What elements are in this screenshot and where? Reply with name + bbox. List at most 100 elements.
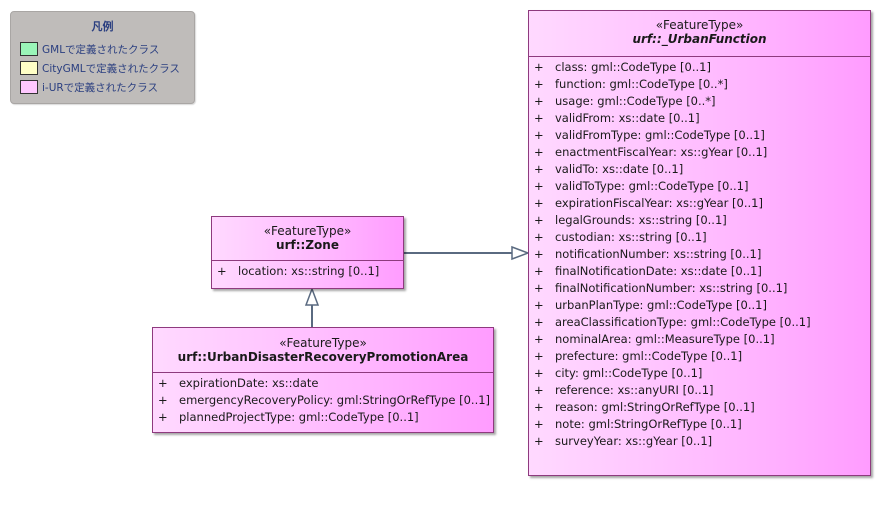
- attribute-text: nominalArea: gml::MeasureType [0..1]: [555, 332, 775, 346]
- attribute-row[interactable]: +notificationNumber: xs::string [0..1]: [529, 246, 870, 263]
- class-stereotype: «FeatureType»: [263, 224, 352, 238]
- attribute-list: +class: gml::CodeType [0..1]+function: g…: [529, 57, 870, 450]
- attribute-row[interactable]: + validTo: xs::date [0..1]: [529, 161, 870, 178]
- attribute-text: note: gml:StringOrRefType [0..1]: [555, 417, 742, 431]
- visibility-marker: +: [534, 60, 544, 74]
- attribute-text: validFromType: gml::CodeType [0..1]: [555, 128, 765, 142]
- attribute-text: city: gml::CodeType [0..1]: [555, 366, 703, 380]
- visibility-marker: +: [534, 247, 544, 261]
- attribute-text: urbanPlanType: gml::CodeType [0..1]: [555, 298, 767, 312]
- attribute-text: class: gml::CodeType [0..1]: [555, 60, 711, 74]
- class-header: «FeatureType» urf::UrbanDisasterRecovery…: [153, 328, 493, 373]
- attribute-text: legalGrounds: xs::string [0..1]: [555, 213, 727, 227]
- attribute-text: validToType: gml::CodeType [0..1]: [555, 179, 749, 193]
- visibility-marker: +: [534, 128, 544, 142]
- attribute-list: + location: xs::string [0..1]: [212, 261, 403, 280]
- legend-label: GMLで定義されたクラス: [42, 43, 160, 56]
- attribute-row[interactable]: + validToType: gml::CodeType [0..1]: [529, 178, 870, 195]
- attribute-text: reference: xs::anyURI [0..1]: [555, 383, 714, 397]
- visibility-marker: +: [534, 281, 544, 295]
- attribute-row[interactable]: + reference: xs::anyURI [0..1]: [529, 382, 870, 399]
- attribute-text: function: gml::CodeType [0..*]: [555, 77, 728, 91]
- class-name: urf::UrbanDisasterRecoveryPromotionArea: [177, 350, 469, 364]
- visibility-marker: +: [534, 400, 544, 414]
- legend-item-citygml: CityGMLで定義されたクラス: [20, 60, 180, 76]
- attribute-row[interactable]: + city: gml::CodeType [0..1]: [529, 365, 870, 382]
- attribute-row[interactable]: + urbanPlanType: gml::CodeType [0..1]: [529, 297, 870, 314]
- attribute-row[interactable]: + class: gml::CodeType [0..1]: [529, 59, 870, 76]
- legend-item-gml: GMLで定義されたクラス: [20, 41, 159, 57]
- generalization-arrowhead: [304, 286, 320, 306]
- attribute-row[interactable]: + plannedProjectType: gml::CodeType [0..…: [153, 409, 493, 426]
- attribute-row[interactable]: + finalNotificationDate: xs::date [0..1]: [529, 263, 870, 280]
- attribute-text: finalNotificationDate: xs::date [0..1]: [555, 264, 762, 278]
- attribute-text: surveyYear: xs::gYear [0..1]: [555, 434, 713, 448]
- visibility-marker: +: [158, 410, 168, 424]
- class-stereotype: «FeatureType»: [279, 336, 367, 350]
- visibility-marker: +: [534, 94, 544, 108]
- attribute-text: areaClassificationType: gml::CodeType [0…: [555, 315, 811, 329]
- attribute-row[interactable]: + emergencyRecoveryPolicy: gml:StringOrR…: [153, 392, 493, 409]
- legend-title: 凡例: [91, 20, 114, 33]
- attribute-text: plannedProjectType: gml::CodeType [0..1]: [179, 410, 419, 424]
- attribute-row[interactable]: + validFromType: gml::CodeType [0..1]: [529, 127, 870, 144]
- attribute-row[interactable]: + expirationDate: xs::date: [153, 375, 493, 392]
- visibility-marker: +: [534, 179, 544, 193]
- visibility-marker: +: [534, 366, 544, 380]
- visibility-marker: +: [217, 264, 227, 278]
- attribute-text: location: xs::string [0..1]: [238, 264, 380, 278]
- legend[interactable]: 凡例 GMLで定義されたクラス CityGMLで定義されたクラス i-URで定義…: [10, 11, 195, 104]
- generalization-arrowhead: [511, 245, 531, 261]
- visibility-marker: +: [158, 393, 168, 407]
- class-urban-disaster-recovery-promotion-area[interactable]: «FeatureType» urf::UrbanDisasterRecovery…: [152, 327, 494, 433]
- attribute-row[interactable]: + reason: gml:StringOrRefType [0..1]: [529, 399, 870, 416]
- attribute-row[interactable]: + location: xs::string [0..1]: [212, 263, 403, 280]
- attribute-row[interactable]: + usage: gml::CodeType [0..*]: [529, 93, 870, 110]
- visibility-marker: +: [534, 111, 544, 125]
- class-name: urf::Zone: [276, 238, 339, 252]
- attribute-row[interactable]: +finalNotificationNumber: xs::string [0.…: [529, 280, 870, 297]
- attribute-row[interactable]: + nominalArea: gml::MeasureType [0..1]: [529, 331, 870, 348]
- attribute-text: prefecture: gml::CodeType [0..1]: [555, 349, 743, 363]
- attribute-text: enactmentFiscalYear: xs::gYear [0..1]: [555, 145, 768, 159]
- visibility-marker: +: [534, 315, 544, 329]
- attribute-row[interactable]: + prefecture: gml::CodeType [0..1]: [529, 348, 870, 365]
- visibility-marker: +: [534, 213, 544, 227]
- attribute-text: emergencyRecoveryPolicy: gml:StringOrRef…: [179, 393, 491, 407]
- legend-swatch-citygml: [20, 61, 38, 75]
- attribute-row[interactable]: + surveyYear: xs::gYear [0..1]: [529, 433, 870, 450]
- class-header: «FeatureType» urf::_UrbanFunction: [529, 11, 870, 57]
- legend-swatch-gml: [20, 42, 38, 56]
- visibility-marker: +: [158, 376, 168, 390]
- attribute-row[interactable]: +enactmentFiscalYear: xs::gYear [0..1]: [529, 144, 870, 161]
- visibility-marker: +: [534, 332, 544, 346]
- attribute-row[interactable]: +expirationFiscalYear: xs::gYear [0..1]: [529, 195, 870, 212]
- visibility-marker: +: [534, 434, 544, 448]
- attribute-text: reason: gml:StringOrRefType [0..1]: [555, 400, 755, 414]
- attribute-text: validFrom: xs::date [0..1]: [555, 111, 700, 125]
- attribute-row[interactable]: + areaClassificationType: gml::CodeType […: [529, 314, 870, 331]
- visibility-marker: +: [534, 417, 544, 431]
- visibility-marker: +: [534, 349, 544, 363]
- class-zone[interactable]: «FeatureType» urf::Zone + location: xs::…: [211, 216, 404, 289]
- attribute-text: validTo: xs::date [0..1]: [555, 162, 684, 176]
- class-header: «FeatureType» urf::Zone: [212, 217, 403, 261]
- visibility-marker: +: [534, 77, 544, 91]
- class-urban-function[interactable]: «FeatureType» urf::_UrbanFunction + class…: [528, 10, 871, 476]
- visibility-marker: +: [534, 264, 544, 278]
- visibility-marker: +: [534, 196, 544, 210]
- attribute-row[interactable]: + note: gml:StringOrRefType [0..1]: [529, 416, 870, 433]
- attribute-list: + expirationDate: xs::date + emergencyRe…: [153, 373, 493, 426]
- attribute-row[interactable]: + function: gml::CodeType [0..*]: [529, 76, 870, 93]
- class-stereotype: «FeatureType»: [655, 18, 744, 32]
- legend-swatch-iur: [20, 80, 38, 94]
- attribute-row[interactable]: + validFrom: xs::date [0..1]: [529, 110, 870, 127]
- legend-label: CityGMLで定義されたクラス: [42, 62, 180, 75]
- attribute-row[interactable]: +custodian: xs::string [0..1]: [529, 229, 870, 246]
- visibility-marker: +: [534, 162, 544, 176]
- attribute-text: usage: gml::CodeType [0..*]: [555, 94, 716, 108]
- visibility-marker: +: [534, 298, 544, 312]
- visibility-marker: +: [534, 383, 544, 397]
- class-name: urf::_UrbanFunction: [632, 32, 767, 46]
- attribute-row[interactable]: + legalGrounds: xs::string [0..1]: [529, 212, 870, 229]
